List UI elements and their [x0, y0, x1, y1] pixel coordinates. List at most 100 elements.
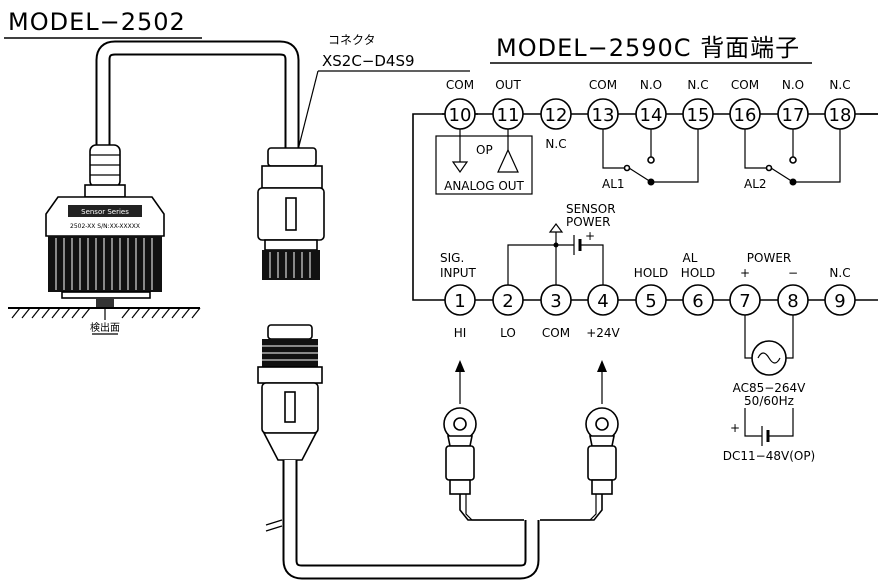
- svg-text:COM: COM: [446, 78, 474, 92]
- terminal-16: 16 COM: [729, 78, 761, 130]
- terminal-4: 4 +24V: [586, 284, 621, 340]
- svg-text:N.O: N.O: [640, 78, 662, 92]
- svg-text:8: 8: [787, 291, 798, 312]
- lower-connector: [257, 324, 323, 461]
- svg-text:2: 2: [502, 291, 513, 312]
- sensor-power-label-2: POWER: [566, 215, 610, 229]
- sensor-plate: [68, 205, 142, 217]
- sensor-model-text: 2502-XX S/N:XX-XXXXX: [70, 223, 140, 230]
- svg-text:6: 6: [692, 291, 703, 312]
- terminal-3: 3 COM: [540, 284, 572, 340]
- terminal-9: 9 N.C: [824, 266, 856, 316]
- svg-text:HI: HI: [454, 326, 467, 340]
- terminal-11: 11 OUT: [492, 78, 524, 130]
- svg-text:LO: LO: [500, 326, 516, 340]
- sensor-plate-text: Sensor Series: [81, 208, 129, 216]
- terminal-10: 10 COM: [444, 78, 476, 130]
- sensor-knurl: [48, 236, 162, 292]
- svg-text:3: 3: [550, 291, 561, 312]
- svg-text:−: −: [788, 266, 798, 280]
- sensor-body: Sensor Series 2502-XX S/N:XX-XXXXX: [8, 144, 201, 320]
- ring-terminal-24v: [585, 407, 619, 495]
- svg-text:+24V: +24V: [586, 326, 620, 340]
- terminal-17: 17 N.O: [777, 78, 809, 130]
- sensor-power: SENSOR POWER +: [507, 202, 616, 285]
- svg-text:OUT: OUT: [495, 78, 521, 92]
- ring-terminal-hi: [443, 407, 477, 495]
- analog-out-box: OP ANALOG OUT: [435, 129, 533, 195]
- analog-out-label: ANALOG OUT: [444, 179, 524, 193]
- svg-text:N.C: N.C: [829, 266, 850, 280]
- svg-text:18: 18: [829, 105, 852, 126]
- terminal-13: 13 COM: [587, 78, 619, 130]
- power-label: POWER: [747, 251, 791, 265]
- sensor-power-plus: +: [585, 229, 595, 243]
- connector-label: コネクタ: [328, 33, 376, 47]
- svg-text:COM: COM: [589, 78, 617, 92]
- dc-option-source: +: [730, 408, 794, 446]
- top-terminals: 10 COM 11 OUT 12 N.C 13 COM 14 N.O 15 N.…: [444, 78, 856, 151]
- left-title: MODEL−2502: [8, 8, 186, 36]
- svg-text:11: 11: [497, 105, 520, 126]
- svg-text:17: 17: [782, 105, 805, 126]
- svg-text:5: 5: [645, 291, 656, 312]
- svg-text:HOLD: HOLD: [634, 266, 668, 280]
- relay-al2: AL2: [744, 129, 841, 191]
- power-ac-source: [744, 315, 794, 376]
- dc-range: DC11−48V(OP): [723, 449, 815, 463]
- connector-model: XS2C−D4S9: [322, 52, 415, 70]
- terminal-8: 8 −: [777, 266, 809, 316]
- cable-break-mark-2: [265, 525, 283, 532]
- terminal-6: 6 AL HOLD: [681, 251, 715, 316]
- svg-text:9: 9: [834, 291, 845, 312]
- svg-text:14: 14: [640, 105, 663, 126]
- sensor-cable-inner: [97, 42, 298, 150]
- svg-text:N.C: N.C: [829, 78, 850, 92]
- detect-surface-label: 検出面: [90, 321, 120, 334]
- al2-label: AL2: [744, 177, 767, 191]
- dc-plus: +: [730, 421, 740, 435]
- terminal-5: 5 HOLD: [634, 266, 668, 316]
- svg-text:16: 16: [734, 105, 757, 126]
- terminal-2: 2 LO: [492, 284, 524, 340]
- svg-text:4: 4: [597, 291, 608, 312]
- connector-leader: [297, 70, 319, 151]
- terminal-18: 18 N.C: [824, 78, 856, 130]
- svg-text:13: 13: [592, 105, 615, 126]
- terminal-7: 7 +: [729, 266, 761, 316]
- right-title: MODEL−2590C 背面端子: [496, 34, 800, 62]
- terminal-1: 1 SIG. INPUT HI: [440, 251, 477, 340]
- ac-freq: 50/60Hz: [744, 394, 794, 408]
- svg-text:COM: COM: [731, 78, 759, 92]
- wire-hi: [459, 494, 524, 521]
- svg-text:N.C: N.C: [545, 137, 566, 151]
- svg-text:HOLD: HOLD: [681, 266, 715, 280]
- svg-text:COM: COM: [542, 326, 570, 340]
- al1-label: AL1: [602, 177, 625, 191]
- relay-al1: AL1: [602, 129, 699, 191]
- ac-range: AC85−264V: [733, 381, 807, 395]
- terminal-15: 15 N.C: [682, 78, 714, 130]
- bottom-terminals: 1 SIG. INPUT HI 2 LO 3 COM 4 +24V 5 HOLD…: [440, 251, 856, 340]
- svg-text:INPUT: INPUT: [440, 266, 477, 280]
- svg-text:15: 15: [687, 105, 710, 126]
- op-label: OP: [476, 143, 493, 157]
- svg-text:N.O: N.O: [782, 78, 804, 92]
- svg-text:12: 12: [545, 105, 568, 126]
- svg-text:SIG.: SIG.: [440, 251, 464, 265]
- cable-break-mark-1: [265, 519, 283, 526]
- signal-cable-outer: [282, 460, 540, 580]
- wire-24v: [540, 494, 603, 521]
- svg-text:AL: AL: [683, 251, 698, 265]
- svg-text:+: +: [740, 266, 750, 280]
- signal-cable-inner: [284, 460, 538, 578]
- svg-text:10: 10: [449, 105, 472, 126]
- sensor-cable-outer: [95, 40, 300, 150]
- svg-text:N.C: N.C: [687, 78, 708, 92]
- terminal-14: 14 N.O: [635, 78, 667, 130]
- upper-connector: [257, 147, 325, 280]
- terminal-12: 12 N.C: [540, 98, 572, 151]
- svg-text:1: 1: [454, 291, 465, 312]
- svg-text:7: 7: [739, 291, 750, 312]
